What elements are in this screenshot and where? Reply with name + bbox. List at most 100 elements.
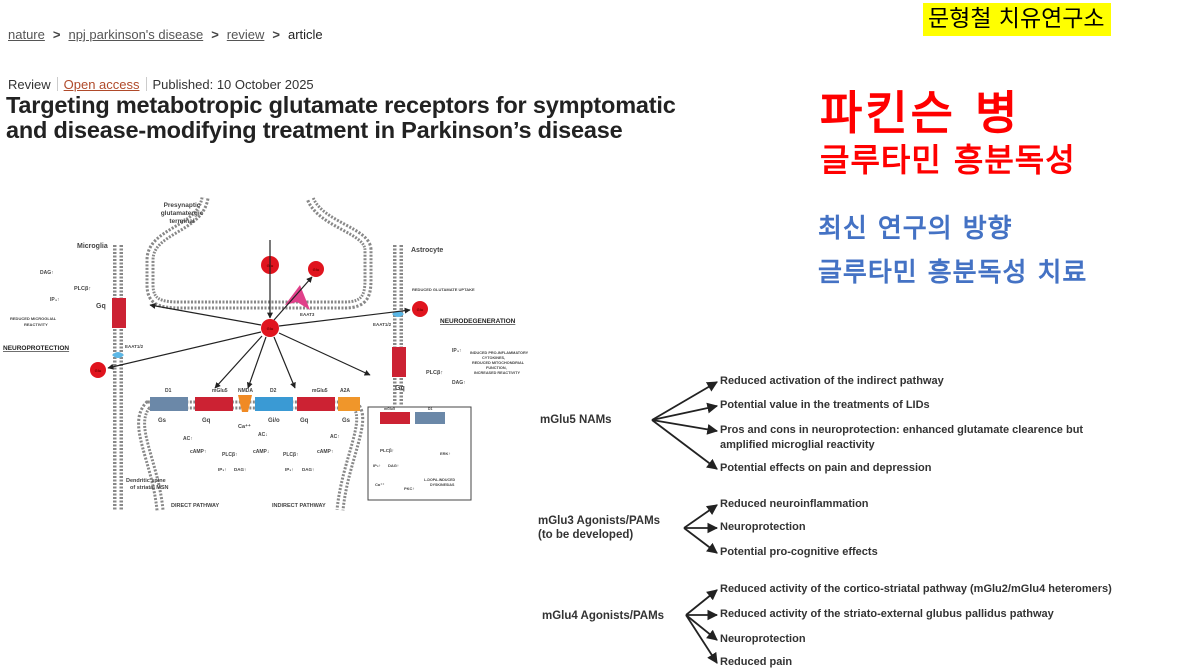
effect-item: Pros and cons in neuroprotection: enhanc…: [720, 424, 1084, 436]
effect-arrow: [685, 614, 718, 664]
inset-d1-label: D1: [428, 407, 433, 411]
ip3-label-astro: IP₃↑: [452, 348, 462, 354]
effect-arrow: [683, 527, 718, 554]
presynaptic-label: Presynaptic: [164, 202, 201, 209]
inset-erk-label: ERK↑: [440, 451, 450, 456]
reduced-microglial-label: REDUCED MICROGLIAL: [10, 316, 57, 321]
effect-item: Potential value in the treatments of LID…: [720, 399, 930, 411]
inset-ldopa-label-2: DYSKINESIAS: [430, 483, 455, 487]
dendritic-label-2: of striatal MSN: [130, 485, 169, 491]
inset-dag-label: DAG↑: [388, 463, 399, 468]
eaat3-transporter: [285, 285, 310, 310]
gq-label-spine: Gq: [202, 418, 211, 424]
eaat3-label: EAAT3: [300, 312, 315, 317]
d2-receptor: [255, 397, 293, 411]
inset-plc-label: PLCβ↑: [380, 448, 394, 453]
neurodegeneration-label: NEURODEGENERATION: [440, 318, 516, 325]
d1-label: D1: [165, 388, 172, 394]
published-date: Published: 10 October 2025: [152, 77, 314, 92]
dag-label-spine-2: DAG↑: [302, 467, 314, 472]
breadcrumb-link-review[interactable]: review: [226, 27, 265, 42]
microglia-label: Microglia: [77, 243, 108, 250]
effect-item: amplified microglial reactivity: [720, 439, 875, 451]
glu-molecule: Glu: [90, 362, 106, 378]
mglu5-label-2: mGlu5: [312, 388, 328, 394]
article-title: Targeting metabotropic glutamate recepto…: [6, 92, 676, 143]
article-meta: Review Open access Published: 10 October 2…: [8, 77, 314, 92]
induced-label-4: FUNCTION,: [486, 366, 507, 370]
glu-molecule-center: Glu: [261, 319, 279, 337]
postsynaptic-membrane: [137, 400, 365, 511]
neuroprotection-label: NEUROPROTECTION: [3, 345, 69, 352]
dag-label: DAG↑: [40, 270, 54, 276]
ca-label: Ca⁺⁺: [238, 423, 251, 430]
reduced-uptake-label: REDUCED GLUTAMATE UPTAKE: [412, 287, 475, 292]
open-access-link[interactable]: Open access: [63, 77, 140, 92]
inset-ca-label: Ca⁺⁺: [375, 482, 384, 487]
induced-label: INDUCED PRO-INFLAMMATORY: [470, 351, 529, 355]
indirect-pathway-label: INDIRECT PATHWAY: [272, 503, 326, 509]
gq-label: Gq: [96, 303, 106, 310]
mglu5-receptor-2: [297, 397, 335, 411]
glu-molecule: Glu: [308, 261, 324, 277]
dag-label-astro: DAG↑: [452, 380, 466, 386]
effect-arrow: [651, 419, 719, 435]
headline: 파킨슨 병: [820, 86, 1021, 140]
plc-label: PLCβ↑: [74, 286, 91, 292]
breadcrumb-separator: >: [272, 27, 280, 42]
astrocyte-label: Astrocyte: [411, 247, 443, 254]
svg-text:Glu: Glu: [313, 267, 320, 272]
effect-group-label: mGlu4 Agonists/PAMs: [542, 609, 664, 623]
plc-label-astro: PLCβ↑: [426, 370, 443, 376]
gs-label: Gs: [158, 418, 167, 424]
presynaptic-label-2: glutamatergic: [161, 210, 204, 217]
effect-item: Potential pro-cognitive effects: [720, 546, 878, 558]
induced-label-5: INCREASED REACTIVITY: [474, 371, 520, 375]
glu-molecule: Glu: [412, 301, 428, 317]
presynaptic-label-3: terminal: [169, 218, 194, 225]
treatment-line: 글루타민 흥분독성 치료: [818, 258, 1088, 288]
inset-mglu5-label: mGlu5: [384, 407, 395, 411]
gq-label-spine-2: Gq: [300, 418, 309, 424]
institute-badge: 문형철 치유연구소: [923, 3, 1111, 36]
divider: [56, 77, 58, 91]
svg-text:Glu: Glu: [95, 368, 102, 373]
breadcrumb-current: article: [287, 27, 323, 42]
ip3-label-spine: IP₃↑: [218, 467, 227, 472]
ac-down-label: AC↓: [258, 432, 268, 438]
effect-group-label-line: mGlu3 Agonists/PAMs: [538, 515, 661, 527]
inset-ldopa-label: L-DOPA-INDUCED: [424, 478, 455, 482]
induced-label-3: REDUCED MITOCHONDRIAL: [472, 361, 525, 365]
effect-item: Reduced neuroinflammation: [720, 498, 869, 510]
research-direction: 최신 연구의 방향: [818, 214, 1013, 244]
a2a-label: A2A: [340, 388, 350, 394]
gio-label: Gi/o: [268, 418, 280, 424]
dag-label-spine: DAG↑: [234, 467, 246, 472]
effect-arrow: [651, 402, 719, 421]
inset-pkc-label: PKC↑: [404, 486, 414, 491]
eaat12-label: EAAT1/2: [125, 344, 144, 349]
effect-group-label: mGlu3 Agonists/PAMs (to be developed): [538, 514, 660, 542]
breadcrumb-link-journal[interactable]: npj parkinson's disease: [68, 27, 204, 42]
eaat12-label-astro: EAAT1/2: [373, 322, 392, 327]
breadcrumb-separator: >: [52, 27, 61, 42]
plc-label-spine: PLCβ↑: [222, 452, 238, 458]
synapse-diagram: Presynaptic glutamatergic terminal Micro…: [3, 195, 529, 511]
effect-arrow: [685, 589, 718, 616]
svg-text:Glu: Glu: [267, 326, 274, 331]
effect-group-label-line: (to be developed): [538, 529, 634, 541]
mglu5-label: mGlu5: [212, 388, 228, 394]
article-type: Review: [8, 77, 51, 92]
effect-item: Neuroprotection: [720, 521, 806, 533]
inset-ip3-label: IP₃↑: [373, 463, 381, 468]
nmda-label: NMDA: [238, 388, 253, 394]
eaat12-transporter-astro: [392, 311, 404, 317]
camp-label-2: cAMP↑: [317, 449, 333, 455]
svg-text:Glu: Glu: [417, 307, 424, 312]
mglu5-microglia: [112, 298, 126, 328]
ac-label-2: AC↑: [330, 434, 340, 440]
effect-arrow: [651, 381, 718, 421]
effect-arrow: [683, 504, 718, 529]
gs-label-2: Gs: [342, 418, 351, 424]
breadcrumb-link-nature[interactable]: nature: [8, 27, 45, 42]
